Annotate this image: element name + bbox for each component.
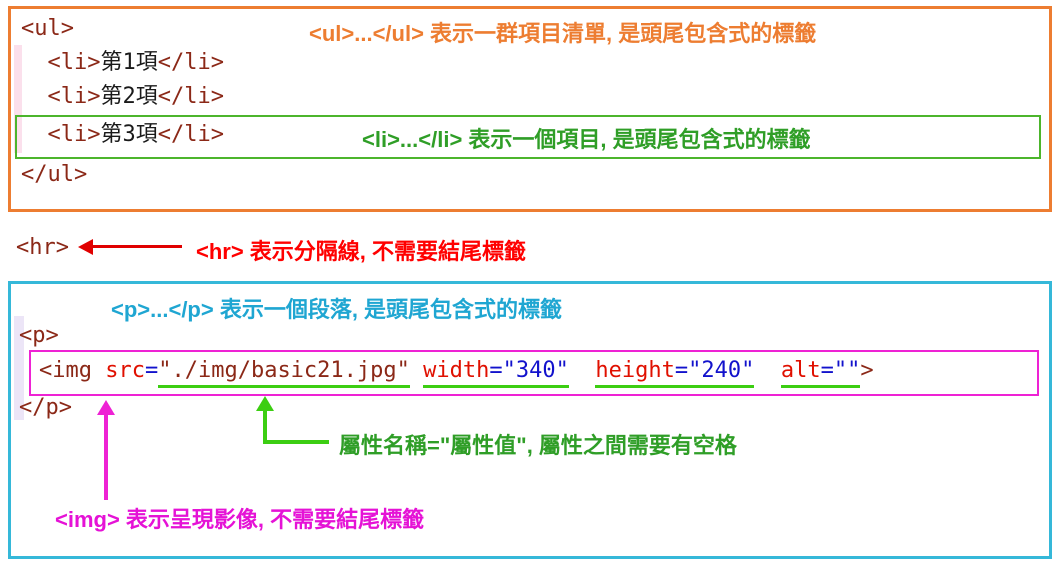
attr-arrow-head-icon [256, 396, 274, 411]
li-annotation: <li>...</li> 表示一個項目, 是頭尾包含式的標籤 [362, 127, 811, 152]
img-arrow-head-icon [97, 400, 115, 415]
code-token: </li> [157, 122, 224, 147]
code-line-li-3: <li>第3項</li> [21, 121, 224, 148]
code-token: <ul> [21, 16, 74, 41]
code-token: <li> [47, 84, 101, 109]
li-highlight-box: <li>第3項</li> <li>...</li> 表示一個項目, 是頭尾包含式… [15, 115, 1041, 159]
code-token: = [144, 358, 159, 383]
attr-annotation: 屬性名稱="屬性值", 屬性之間需要有空格 [339, 433, 737, 458]
code-token: <li> [47, 50, 101, 75]
code-token: <li> [47, 122, 101, 147]
code-token: height [595, 358, 675, 388]
p-code-box: <p>...</p> 表示一個段落, 是頭尾包含式的標籤 <p> <img sr… [8, 281, 1052, 559]
code-token: </li> [157, 50, 224, 75]
hr-arrow-head-icon [78, 239, 93, 255]
code-token: src [105, 358, 145, 383]
attr-arrow-line-vertical [263, 410, 267, 442]
code-line-li-2: <li>第2項</li> [21, 83, 224, 110]
code-line-ul-open: <ul> [21, 15, 74, 42]
margin-highlight-strip [14, 45, 22, 153]
code-line-li-1: <li>第1項</li> [21, 49, 224, 76]
code-token: 第3項 [100, 122, 158, 147]
code-token: <p> [19, 323, 59, 348]
code-line-img: <img src="./img/basic21.jpg" width="340"… [39, 357, 874, 388]
code-token [754, 358, 781, 383]
code-token: = [674, 358, 689, 388]
code-token: > [860, 358, 874, 383]
code-token: "" [833, 358, 861, 388]
img-arrow-line [104, 414, 108, 500]
code-token [410, 358, 423, 383]
code-token: 第2項 [100, 84, 158, 109]
code-token: <img [39, 358, 106, 383]
margin-highlight-strip [14, 316, 24, 420]
code-token: <hr> [16, 235, 69, 260]
img-highlight-box: <img src="./img/basic21.jpg" width="340"… [29, 350, 1039, 396]
code-token [21, 122, 48, 147]
code-token: "./img/basic21.jpg" [158, 358, 410, 388]
hr-code-line: <hr> [16, 234, 69, 261]
code-line-ul-close: </ul> [21, 161, 87, 188]
img-annotation: <img> 表示呈現影像, 不需要結尾標籤 [55, 507, 425, 532]
hr-arrow-line [90, 245, 182, 248]
code-token: = [820, 358, 834, 388]
code-token: width [423, 358, 490, 388]
ul-code-box: <ul> <ul>...</ul> 表示一群項目清單, 是頭尾包含式的標籤 <l… [8, 6, 1052, 212]
code-token [21, 84, 48, 109]
code-token: </p> [19, 395, 72, 420]
code-token: = [489, 358, 503, 388]
code-token [21, 50, 48, 75]
code-token: </li> [157, 84, 224, 109]
attr-arrow-line-horizontal [263, 440, 329, 444]
ul-annotation: <ul>...</ul> 表示一群項目清單, 是頭尾包含式的標籤 [309, 21, 817, 46]
code-token: alt [780, 358, 821, 388]
code-token: 第1項 [100, 50, 158, 75]
code-token: "340" [502, 358, 569, 388]
p-annotation: <p>...</p> 表示一個段落, 是頭尾包含式的標籤 [111, 297, 563, 322]
code-line-p-close: </p> [19, 394, 72, 421]
code-token: </ul> [21, 162, 88, 187]
code-token: "240" [688, 358, 755, 388]
hr-annotation: <hr> 表示分隔線, 不需要結尾標籤 [196, 239, 527, 264]
code-line-p-open: <p> [19, 322, 59, 349]
code-token [569, 358, 596, 383]
